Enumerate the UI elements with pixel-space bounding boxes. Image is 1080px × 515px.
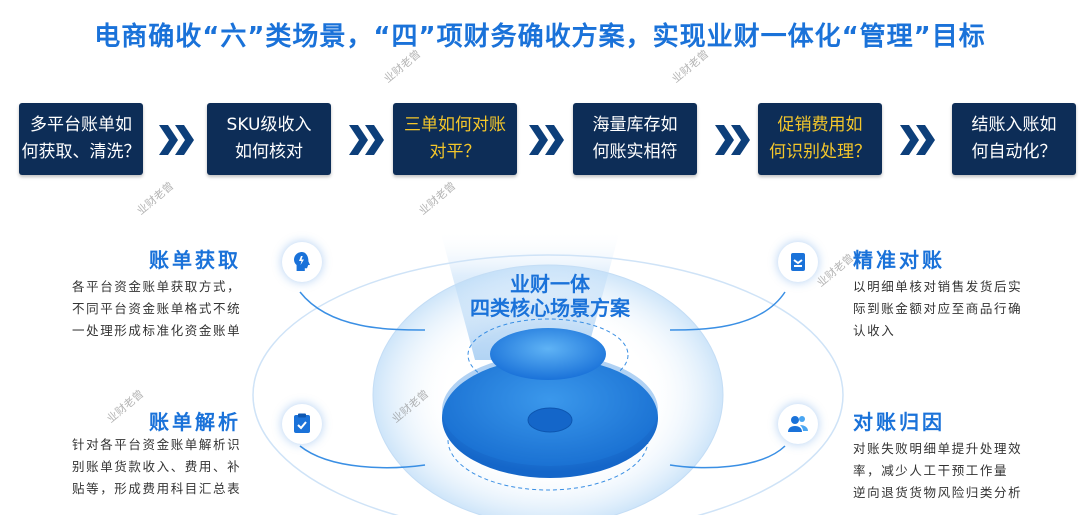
feature-icon-bill-parse — [282, 404, 322, 444]
feature-title-bill-fetch: 账单获取 — [149, 248, 241, 272]
step-box-1: 多平台账单如何获取、清洗？ — [19, 103, 143, 175]
feature-icon-bill-fetch — [282, 242, 322, 282]
feature-title-reconcile-cause: 对账归因 — [853, 410, 945, 434]
step-box-4: 海量库存如何账实相符 — [573, 103, 697, 175]
feature-desc-precise-reconcile: 以明细单核对销售发货后实 际到账金额对应至商品行确 认收入 — [853, 279, 1023, 338]
feature-title-bill-parse: 账单解析 — [149, 410, 241, 434]
step-box-5: 促销费用如何识别处理？ — [758, 103, 882, 175]
step-box-2: SKU级收入如何核对 — [207, 103, 331, 175]
feature-desc-reconcile-cause: 对账失败明细单提升处理效 率，减少人工干预工作量 逆向退货货物风险归类分析 — [853, 441, 1023, 500]
step-box-6: 结账入账如何自动化？ — [952, 103, 1076, 175]
double-chevron-icon — [900, 125, 935, 155]
feature-desc-bill-fetch: 各平台资金账单获取方式， 不同平台资金账单格式不统 一处理形成标准化资金账单 — [72, 279, 242, 338]
feature-icon-precise-reconcile — [778, 242, 818, 282]
feature-icon-reconcile-cause — [778, 404, 818, 444]
feature-desc-bill-parse: 针对各平台资金账单解析识 别账单货款收入、费用、补 贴等，形成费用科目汇总表 — [72, 437, 242, 496]
double-chevron-icon — [529, 125, 564, 155]
feature-title-precise-reconcile: 精准对账 — [853, 248, 945, 272]
step-box-3: 三单如何对账对平？ — [393, 103, 517, 175]
clipboard-icon — [791, 253, 805, 271]
double-chevron-icon — [349, 125, 384, 155]
center-title-line1: 业财一体 — [510, 272, 590, 296]
double-chevron-icon — [159, 125, 194, 155]
lightbulb-head-icon — [294, 252, 310, 271]
users-icon — [788, 416, 808, 432]
page-title: 电商确收“六”类场景，“四”项财务确收方案，实现业财一体化“管理”目标 — [94, 22, 986, 52]
process-flow: 多平台账单如何获取、清洗？ SKU级收入如何核对 三单如何对账对平？ 海量库存如… — [0, 103, 1080, 179]
center-title-line2: 四类核心场景方案 — [470, 296, 630, 320]
document-check-icon — [294, 413, 310, 433]
double-chevron-icon — [715, 125, 750, 155]
